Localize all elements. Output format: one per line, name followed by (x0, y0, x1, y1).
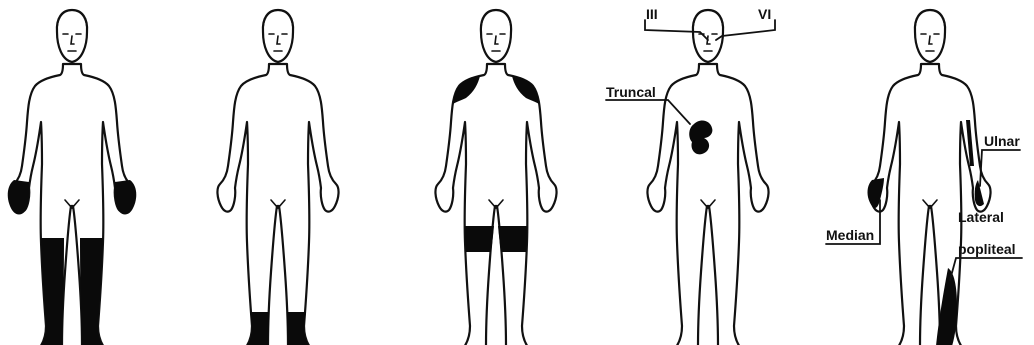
figure-stocking-feet (217, 10, 338, 345)
right-glove-region (115, 180, 137, 215)
label-popliteal: popliteal (958, 241, 1016, 257)
label-truncal: Truncal (606, 84, 656, 100)
label-lateral: Lateral (958, 209, 1004, 225)
figure-proximal (435, 10, 556, 345)
figure-mononeuritis (868, 10, 991, 345)
right-stocking-region (80, 238, 108, 345)
left-stocking-region (36, 238, 64, 345)
label-median: Median (826, 227, 874, 243)
figure-glove-and-stocking (8, 10, 137, 345)
label-ulnar: Ulnar (984, 133, 1020, 149)
left-knee-region (465, 226, 494, 252)
left-glove-region (8, 180, 30, 215)
label-vi: VI (758, 6, 771, 22)
right-knee-region (498, 226, 527, 252)
figure-cranial-truncal (647, 10, 768, 345)
left-foot-region (242, 312, 269, 345)
label-iii: III (646, 6, 658, 22)
leader-vi (716, 20, 775, 40)
right-foot-region (287, 312, 314, 345)
